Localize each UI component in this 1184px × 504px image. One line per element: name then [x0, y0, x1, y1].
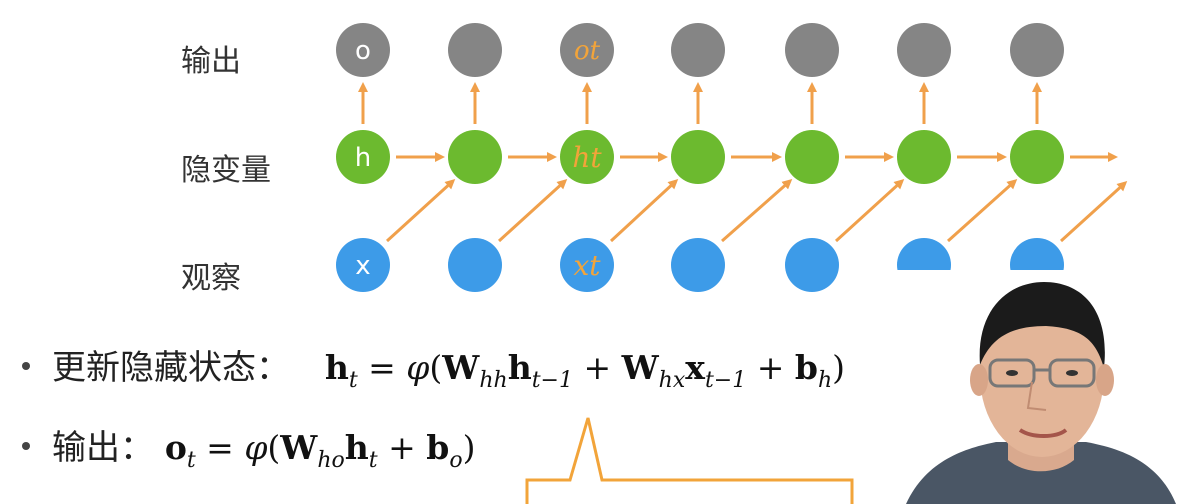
output-node-label: o	[355, 36, 371, 66]
presenter-video	[896, 270, 1184, 504]
hidden-node	[560, 130, 614, 184]
node-text-group: o h x ot ht xt	[355, 36, 603, 282]
output-node	[1010, 23, 1064, 77]
arrow-input-to-next-hidden	[385, 178, 456, 243]
hidden-node	[336, 130, 390, 184]
equation-output-line: 输出： ot = φ(Whoht + bo)	[22, 420, 475, 473]
hidden-node	[448, 130, 502, 184]
input-node	[560, 238, 614, 292]
handwritten-ot: ot	[574, 36, 601, 66]
output-node	[671, 23, 725, 77]
equation-state-formula: ht = φ(Whhht−1 + Whxxt−1 + bh)	[324, 348, 845, 393]
hidden-node	[671, 130, 725, 184]
hidden-node	[785, 130, 839, 184]
input-node	[336, 238, 390, 292]
bullet-dot	[22, 441, 30, 450]
arrow-input-to-next-hidden	[609, 178, 679, 243]
input-node-label: x	[355, 251, 370, 281]
label-observe: 观察	[181, 261, 241, 296]
equation-output-formula: ot = φ(Whoht + bo)	[164, 428, 476, 473]
input-node	[671, 238, 725, 292]
bullet-dot	[22, 361, 30, 370]
hidden-node-label: h	[355, 143, 371, 173]
output-node	[448, 23, 502, 77]
equation-state-line: 更新隐藏状态： ht = φ(Whhht−1 + Whxxt−1 + bh)	[22, 340, 845, 393]
output-node	[785, 23, 839, 77]
output-node	[560, 23, 614, 77]
equation-output-label: 输出：	[52, 428, 154, 468]
nodes-group	[336, 23, 1064, 292]
output-node	[897, 23, 951, 77]
handwritten-ht: ht	[572, 141, 602, 174]
arrow-input-to-next-hidden	[834, 178, 905, 243]
hidden-node	[1010, 130, 1064, 184]
label-output: 输出	[181, 44, 241, 79]
handwritten-xt: xt	[573, 249, 601, 282]
arrow-input-to-next-hidden	[1059, 180, 1128, 243]
input-node	[785, 238, 839, 292]
equation-state-label: 更新隐藏状态：	[52, 348, 290, 388]
label-hidden: 隐变量	[181, 153, 271, 188]
hidden-node	[897, 130, 951, 184]
arrow-input-to-next-hidden	[497, 178, 568, 243]
output-node	[336, 23, 390, 77]
arrows-group	[358, 82, 1128, 243]
arrow-input-to-next-hidden	[721, 179, 793, 243]
input-node	[448, 238, 502, 292]
arrow-input-to-next-hidden	[946, 178, 1018, 243]
